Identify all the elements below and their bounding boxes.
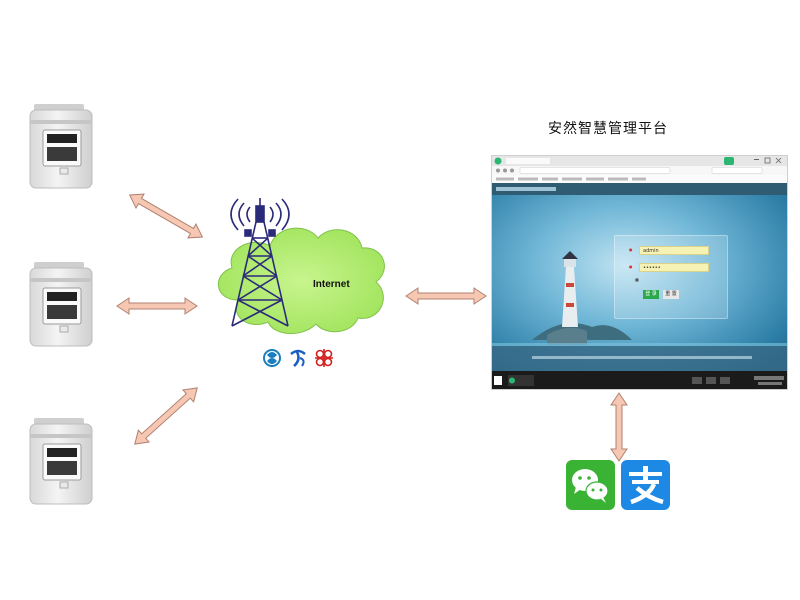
login-button[interactable]: 登 录 [643,290,659,299]
platform-title: 安然智慧管理平台 [548,121,668,137]
arrow-network-platform [405,287,487,305]
gas-meter-2 [29,262,93,347]
lock-icon: ● [629,264,633,269]
login-footer [492,346,787,371]
internet-cloud [217,227,385,334]
gas-meter-1 [29,104,93,189]
alipay-icon [621,460,670,510]
username-field[interactable]: admin [639,246,709,255]
arrow-meter1-network [128,193,204,239]
china-unicom-icon [315,349,333,367]
app-header-bar [492,183,787,195]
platform-screenshot: ● admin ● •••••• ■ 登 录 重 置 [491,155,788,390]
browser-bookmarks-bar [492,175,787,183]
login-panel: ● admin ● •••••• ■ 登 录 重 置 [614,235,728,319]
arrow-meter3-network [134,387,198,445]
gas-meter-3 [29,418,93,505]
arrow-platform-payment [610,392,628,462]
china-telecom-icon [290,349,306,367]
wechat-icon [566,460,615,510]
os-taskbar [492,371,787,389]
browser-tab-bar [492,156,787,166]
cell-tower-icon [230,198,290,327]
internet-label: Internet [313,279,350,290]
china-mobile-icon [263,349,281,367]
reset-button[interactable]: 重 置 [663,290,679,299]
remember-checkbox[interactable]: ■ [635,277,639,282]
arrow-meter2-network [116,297,198,315]
password-field[interactable]: •••••• [639,263,709,272]
user-icon: ● [629,247,633,252]
